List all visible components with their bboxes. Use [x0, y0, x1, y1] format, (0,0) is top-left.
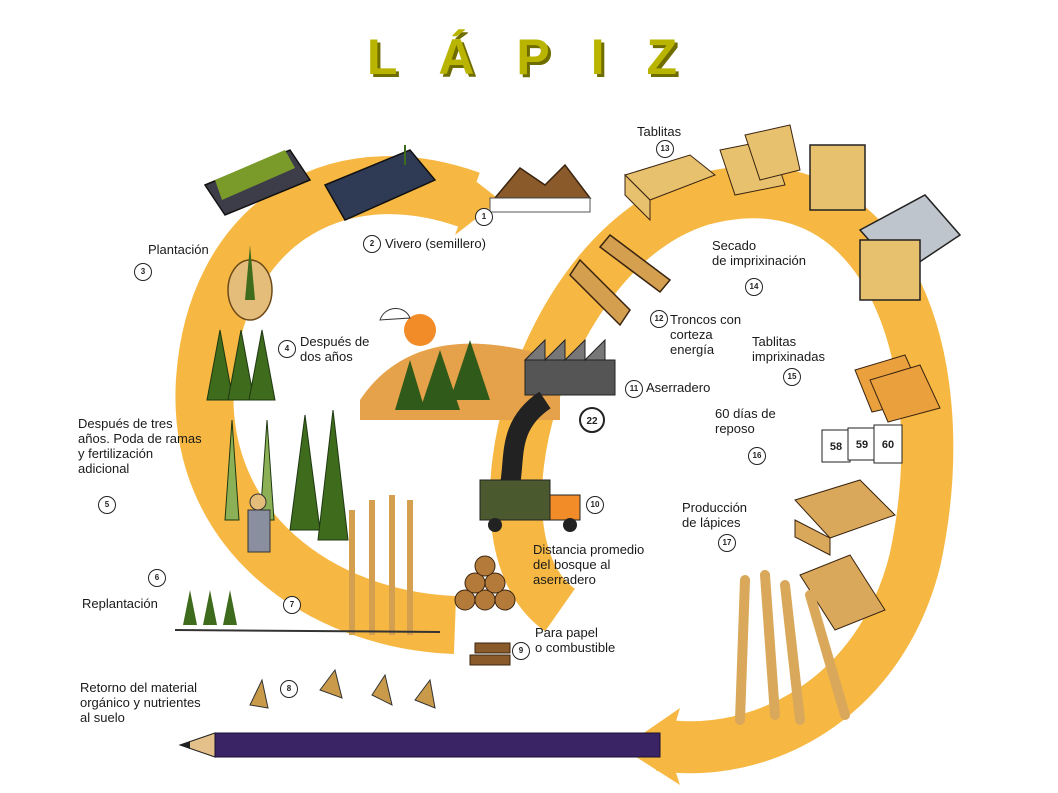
step-number-1: 1: [475, 208, 493, 226]
step-number-15: 15: [783, 368, 801, 386]
slats-stack: [624, 124, 801, 222]
seedling-tray: [203, 149, 312, 216]
road-truck: [479, 391, 581, 532]
step-label-vivero: Vivero (semillero): [385, 236, 486, 251]
step-label-retorno: Retorno del material orgánico y nutrient…: [80, 680, 201, 725]
step-number-16: 16: [748, 447, 766, 465]
step-label-distancia: Distancia promedio del bosque al aserrad…: [533, 542, 645, 587]
step-number-4: 4: [278, 340, 296, 358]
drying-machine: [809, 144, 962, 301]
step-label-plantacion: Plantación: [148, 242, 209, 257]
step-label-aserradero: Aserradero: [646, 380, 711, 395]
mature-trunks: [349, 495, 413, 635]
forest-scene: [360, 308, 616, 420]
price-tags: [821, 424, 903, 464]
step-label-reposo: 60 días de reposo: [715, 406, 776, 436]
step-number-3: 3: [134, 263, 152, 281]
step-label-tablitas: Tablitas: [637, 124, 682, 139]
distance-sign: [579, 407, 605, 433]
step-number-11: 11: [625, 380, 643, 398]
step-label-despues-dos-anos: Después de dos años: [300, 334, 370, 364]
step-number-12: 12: [650, 310, 668, 328]
ground-line: [174, 629, 441, 633]
step-label-troncos: Troncos con corteza energía: [670, 312, 742, 357]
step-number-9: 9: [512, 642, 530, 660]
pencil-slats: [794, 479, 896, 631]
step-number-10: 10: [586, 496, 604, 514]
impregnated-slats: [854, 354, 941, 423]
page-title: L Á P I Z: [366, 29, 692, 85]
step-label-poda: Después de tres años. Poda de ramas y fe…: [78, 416, 202, 476]
step-label-tablitas-imprixinadas: Tablitas imprixinadas: [752, 334, 825, 364]
compost-pile: [489, 163, 592, 213]
replantation-sprouts: [183, 590, 237, 625]
step-number-8: 8: [280, 680, 298, 698]
pencil: [178, 732, 661, 758]
step-label-replantacion: Replantación: [82, 596, 158, 611]
step-number-7: 7: [283, 596, 301, 614]
planting-hands: [227, 245, 273, 321]
step-number-17: 17: [718, 534, 736, 552]
pruned-trees: [224, 409, 349, 541]
price-tag-2: 59: [856, 439, 868, 451]
price-tag-3: 60: [882, 439, 894, 451]
step-label-secado: Secado de imprixinación: [712, 238, 806, 268]
nursery-tray: [323, 145, 437, 221]
step-number-2: 2: [363, 235, 381, 253]
root-stakes: [249, 668, 436, 709]
step-number-14: 14: [745, 278, 763, 296]
distance-sign-value: 22: [586, 416, 598, 427]
step-number-13: 13: [656, 140, 674, 158]
worker-figure: [247, 493, 271, 553]
step-label-produccion: Producción de lápices: [682, 500, 748, 530]
bark-logs: [569, 233, 672, 327]
forest-cycle-arrowhead: [455, 165, 500, 235]
price-tag-1: 58: [830, 441, 842, 453]
step-number-6: 6: [148, 569, 166, 587]
young-trees: [206, 329, 276, 401]
pencils-fan: [735, 570, 850, 725]
log-pile: [454, 555, 516, 611]
step-number-5: 5: [98, 496, 116, 514]
step-label-papel: Para papel o combustible: [535, 625, 616, 655]
firewood-pile: [469, 642, 511, 666]
